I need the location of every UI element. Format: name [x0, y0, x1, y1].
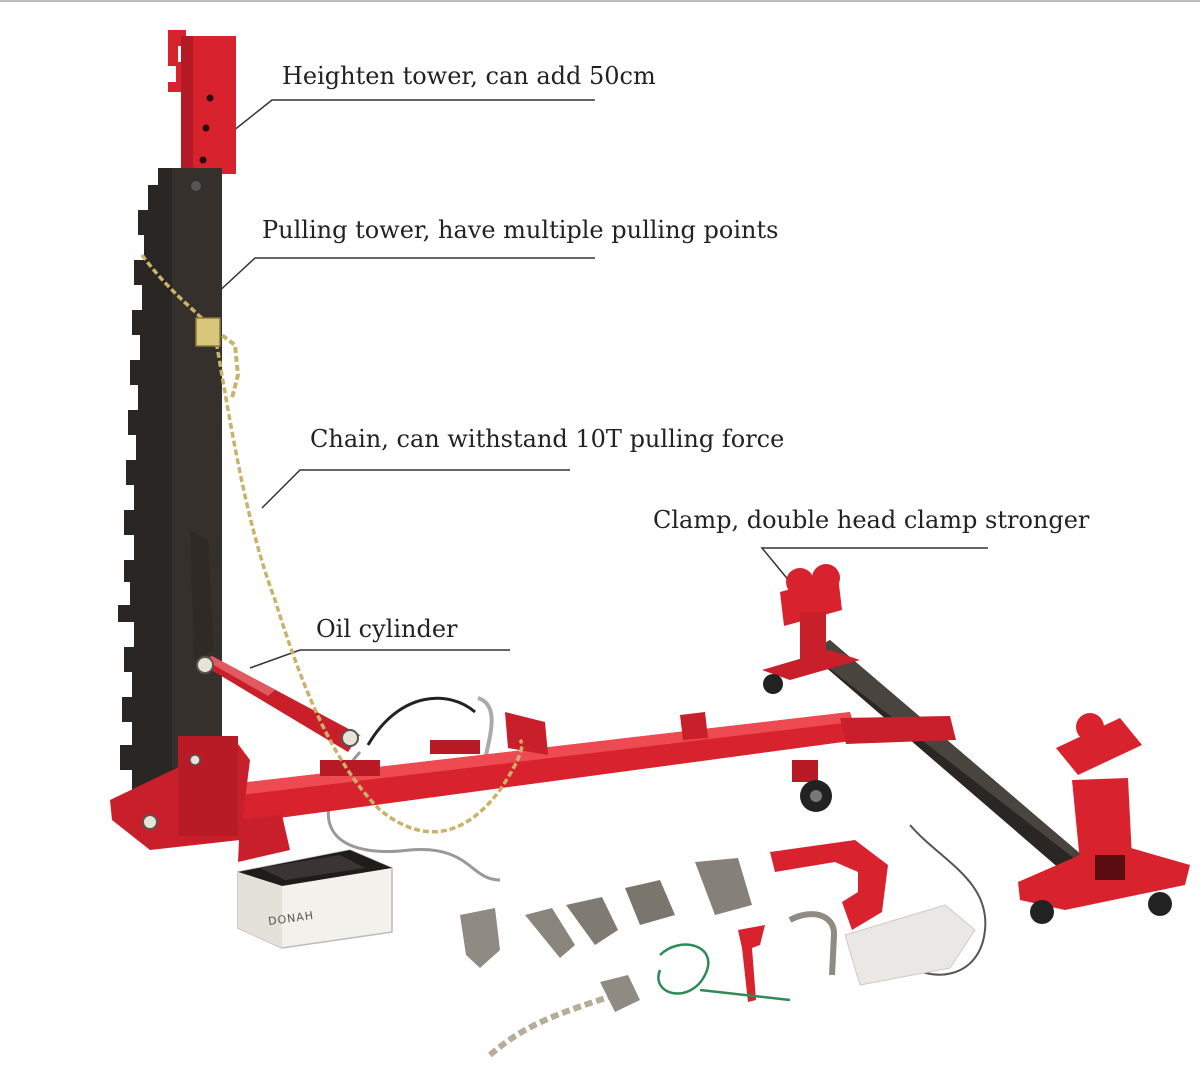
heighten-tower [168, 30, 236, 174]
label-chain: Chain, can withstand 10T pulling force [310, 425, 785, 453]
leader-oil-cylinder [249, 649, 510, 669]
leader-chain [261, 469, 570, 509]
leader-pulling-tower [214, 257, 595, 296]
label-heighten-tower: Heighten tower, can add 50cm [282, 62, 656, 90]
pulling-tower [118, 168, 222, 790]
leader-clamp [760, 547, 988, 583]
chain-hook [195, 317, 221, 347]
hydraulic-pump [237, 849, 393, 949]
leader-heighten-tower [227, 99, 595, 136]
label-oil-cylinder: Oil cylinder [316, 615, 458, 643]
clamp-side-arm [762, 564, 1190, 924]
base-beam [110, 712, 858, 862]
label-clamp: Clamp, double head clamp stronger [653, 506, 1090, 534]
leader-lines [214, 99, 988, 669]
label-pulling-tower: Pulling tower, have multiple pulling poi… [262, 216, 779, 244]
accessory-tools [460, 824, 987, 1058]
oil-cylinder-part [196, 656, 360, 752]
